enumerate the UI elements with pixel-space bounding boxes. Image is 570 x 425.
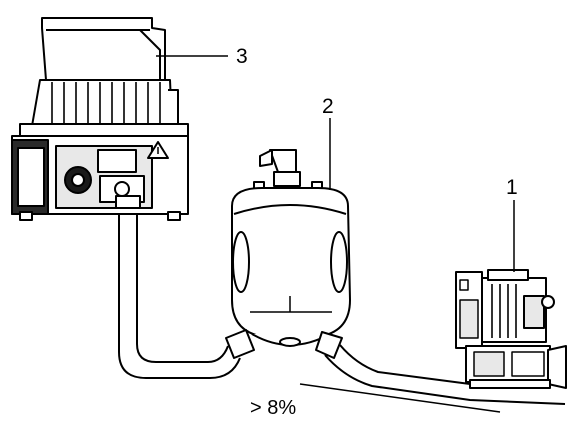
slope-annotation: > 8%	[250, 397, 296, 419]
hose-upper	[118, 205, 241, 379]
leader-lines	[156, 55, 515, 272]
slope-line	[299, 383, 501, 413]
callout-label-2: 2	[322, 95, 334, 118]
hose-lower	[324, 344, 566, 405]
component-1-valve	[455, 269, 567, 389]
callout-label-1: 1	[506, 176, 518, 199]
component-2-tank	[225, 149, 351, 359]
component-3-unit	[11, 17, 189, 221]
callout-label-3: 3	[236, 45, 248, 68]
